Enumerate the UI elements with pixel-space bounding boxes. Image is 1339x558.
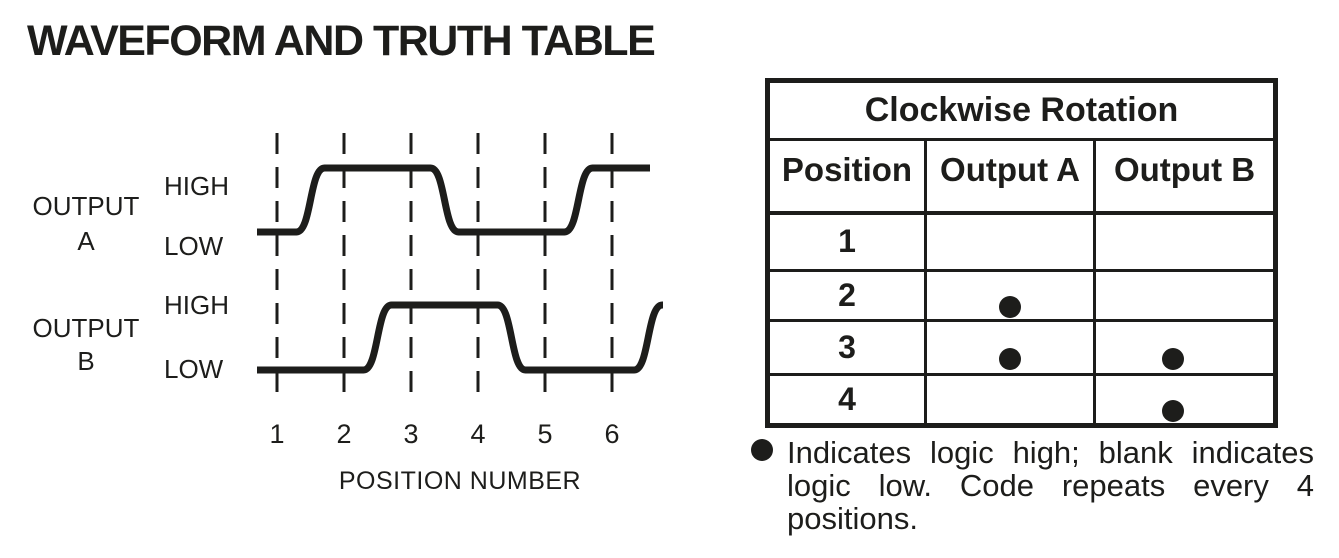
- output-b-high-label: HIGH: [164, 290, 229, 320]
- position-cell: 4: [766, 372, 927, 427]
- footnote-word: indicates: [1191, 435, 1314, 470]
- footnote-line: positions.: [787, 501, 918, 536]
- footnote-line: logic low. Code repeats every 4: [787, 469, 1314, 502]
- output-b-cell: [1093, 318, 1277, 376]
- output-a-signal-label: OUTPUT A: [28, 189, 144, 259]
- x-axis-tick-label: 3: [403, 419, 419, 449]
- footnote-word: high;: [1012, 435, 1080, 470]
- column-header-output-b: Output B: [1093, 138, 1277, 215]
- page-title: WAVEFORM AND TRUTH TABLE: [27, 17, 656, 65]
- output-a-high-label: HIGH: [164, 171, 229, 201]
- logic-high-dot: [999, 296, 1021, 318]
- output-a-low-label: LOW: [164, 231, 224, 261]
- footnote-word: Code: [959, 468, 1034, 503]
- footnote-line: Indicates logic high; blank indicates: [787, 436, 1314, 469]
- table-row: 1: [766, 211, 1277, 272]
- output-b-cell: [1093, 372, 1277, 427]
- column-header-position: Position: [766, 138, 927, 215]
- truth-table: Clockwise Rotation Position Output A Out…: [765, 78, 1278, 428]
- output-a-cell: [924, 211, 1096, 272]
- output-b-label-line2: B: [77, 346, 95, 376]
- output-a-label-line2: A: [77, 226, 95, 256]
- position-cell: 3: [766, 318, 927, 376]
- logic-high-dot: [1161, 400, 1184, 422]
- x-axis-title: POSITION NUMBER: [338, 467, 582, 495]
- waveform-output-b: [257, 301, 666, 374]
- position-cell: 1: [766, 211, 927, 272]
- column-header-output-a: Output A: [924, 138, 1096, 215]
- footnote-word: low.: [878, 468, 933, 503]
- footnote-word: repeats: [1061, 468, 1166, 503]
- table-title-row: Clockwise Rotation: [766, 79, 1277, 141]
- footnote-word: blank: [1098, 435, 1173, 470]
- x-axis-tick-label: 5: [537, 419, 553, 449]
- position-cell: 2: [766, 268, 927, 322]
- table-title: Clockwise Rotation: [766, 79, 1277, 141]
- footnote-word: Indicates: [787, 435, 912, 470]
- output-b-low-label: LOW: [164, 354, 224, 384]
- waveform-plot: [257, 133, 666, 400]
- table-row: 2: [766, 268, 1277, 322]
- table-row: 3: [766, 318, 1277, 376]
- output-b-signal-label: OUTPUT B: [28, 312, 144, 378]
- output-b-label-line1: OUTPUT: [32, 313, 140, 343]
- table-header-row: Position Output A Output B: [766, 138, 1277, 215]
- output-a-cell: [924, 318, 1096, 376]
- x-axis-tick-label: 2: [336, 419, 352, 449]
- footnote-word: logic: [929, 435, 994, 470]
- waveform-output-a: [257, 164, 650, 236]
- logic-high-bullet-icon: [751, 439, 773, 461]
- logic-high-dot: [1161, 348, 1184, 370]
- output-b-cell: [1093, 211, 1277, 272]
- x-axis-tick-label: 1: [269, 419, 285, 449]
- logic-high-dot: [999, 348, 1021, 370]
- footnote-word: logic: [787, 468, 851, 503]
- output-b-cell: [1093, 268, 1277, 322]
- x-axis-tick-label: 4: [470, 419, 486, 449]
- output-a-cell: [924, 372, 1096, 427]
- output-a-cell: [924, 268, 1096, 322]
- output-a-label-line1: OUTPUT: [32, 191, 140, 221]
- x-axis-tick-label: 6: [604, 419, 620, 449]
- footnote-word: 4: [1296, 468, 1314, 503]
- table-row: 4: [766, 372, 1277, 427]
- footnote-word: every: [1193, 468, 1269, 503]
